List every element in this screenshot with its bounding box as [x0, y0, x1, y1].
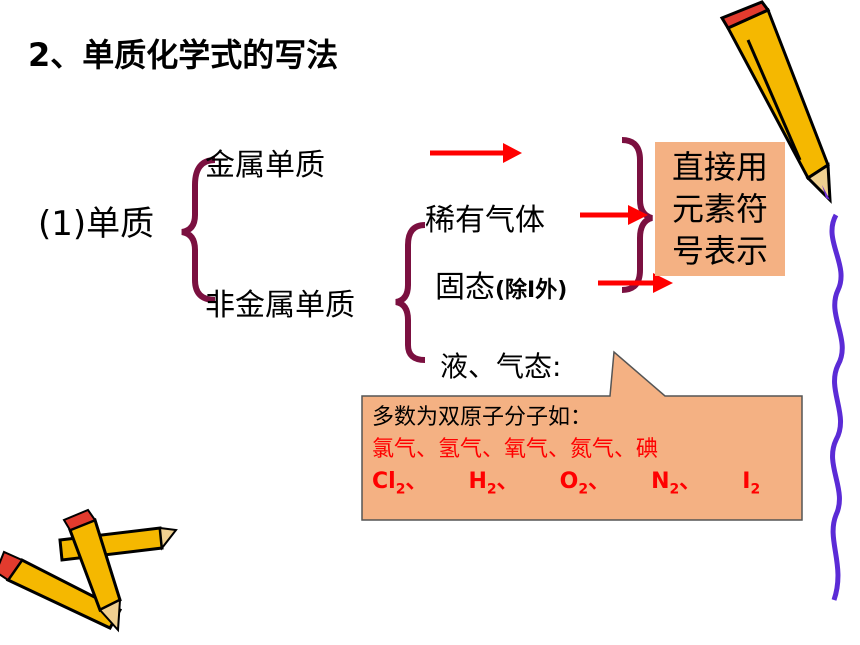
bracket-main	[181, 157, 216, 303]
result-box: 直接用 元素符 号表示	[655, 142, 785, 276]
pencils-icon	[0, 508, 178, 633]
formula-cl2: Cl2、	[372, 469, 428, 498]
formula-n2: N2、	[651, 469, 702, 498]
callout-line2: 氯气、氢气、氧气、氮气、碘	[372, 437, 659, 462]
callout-box	[361, 350, 803, 521]
formula-o2: O2、	[559, 469, 611, 498]
formula-i2: I2	[742, 469, 761, 498]
nonmetal-label: 非金属单质	[205, 288, 355, 323]
arrow-noble-gas	[580, 205, 648, 225]
liquid-gas-label: 液、气态:	[440, 350, 562, 383]
simple-substance-label: (1)单质	[38, 204, 155, 244]
metal-label: 金属单质	[205, 148, 325, 183]
callout-formulas: Cl2、 H2、 O2、 N2、 I2	[372, 466, 794, 505]
bracket-nonmetal	[395, 222, 426, 363]
page-title: 2、单质化学式的写法	[28, 36, 339, 74]
result-line: 号表示	[671, 232, 768, 270]
formula-h2: H2、	[468, 469, 519, 498]
solid-note: (除I外)	[495, 278, 568, 303]
bracket-right	[621, 137, 653, 293]
callout-content: 多数为双原子分子如： 氯气、氢气、氧气、氮气、碘 Cl2、 H2、 O2、 N2…	[372, 402, 794, 505]
solid-text: 固态	[435, 270, 495, 305]
result-line: 元素符	[671, 190, 768, 228]
solid-label: 固态(除I外)	[435, 262, 567, 306]
result-line: 直接用	[671, 148, 768, 186]
pencil-icon	[719, 0, 832, 204]
arrow-metal	[430, 143, 522, 163]
arrow-solid	[598, 273, 673, 293]
wavy-line-icon	[829, 213, 845, 601]
callout-line1: 多数为双原子分子如：	[372, 405, 593, 430]
noble-gas-label: 稀有气体	[425, 203, 545, 238]
